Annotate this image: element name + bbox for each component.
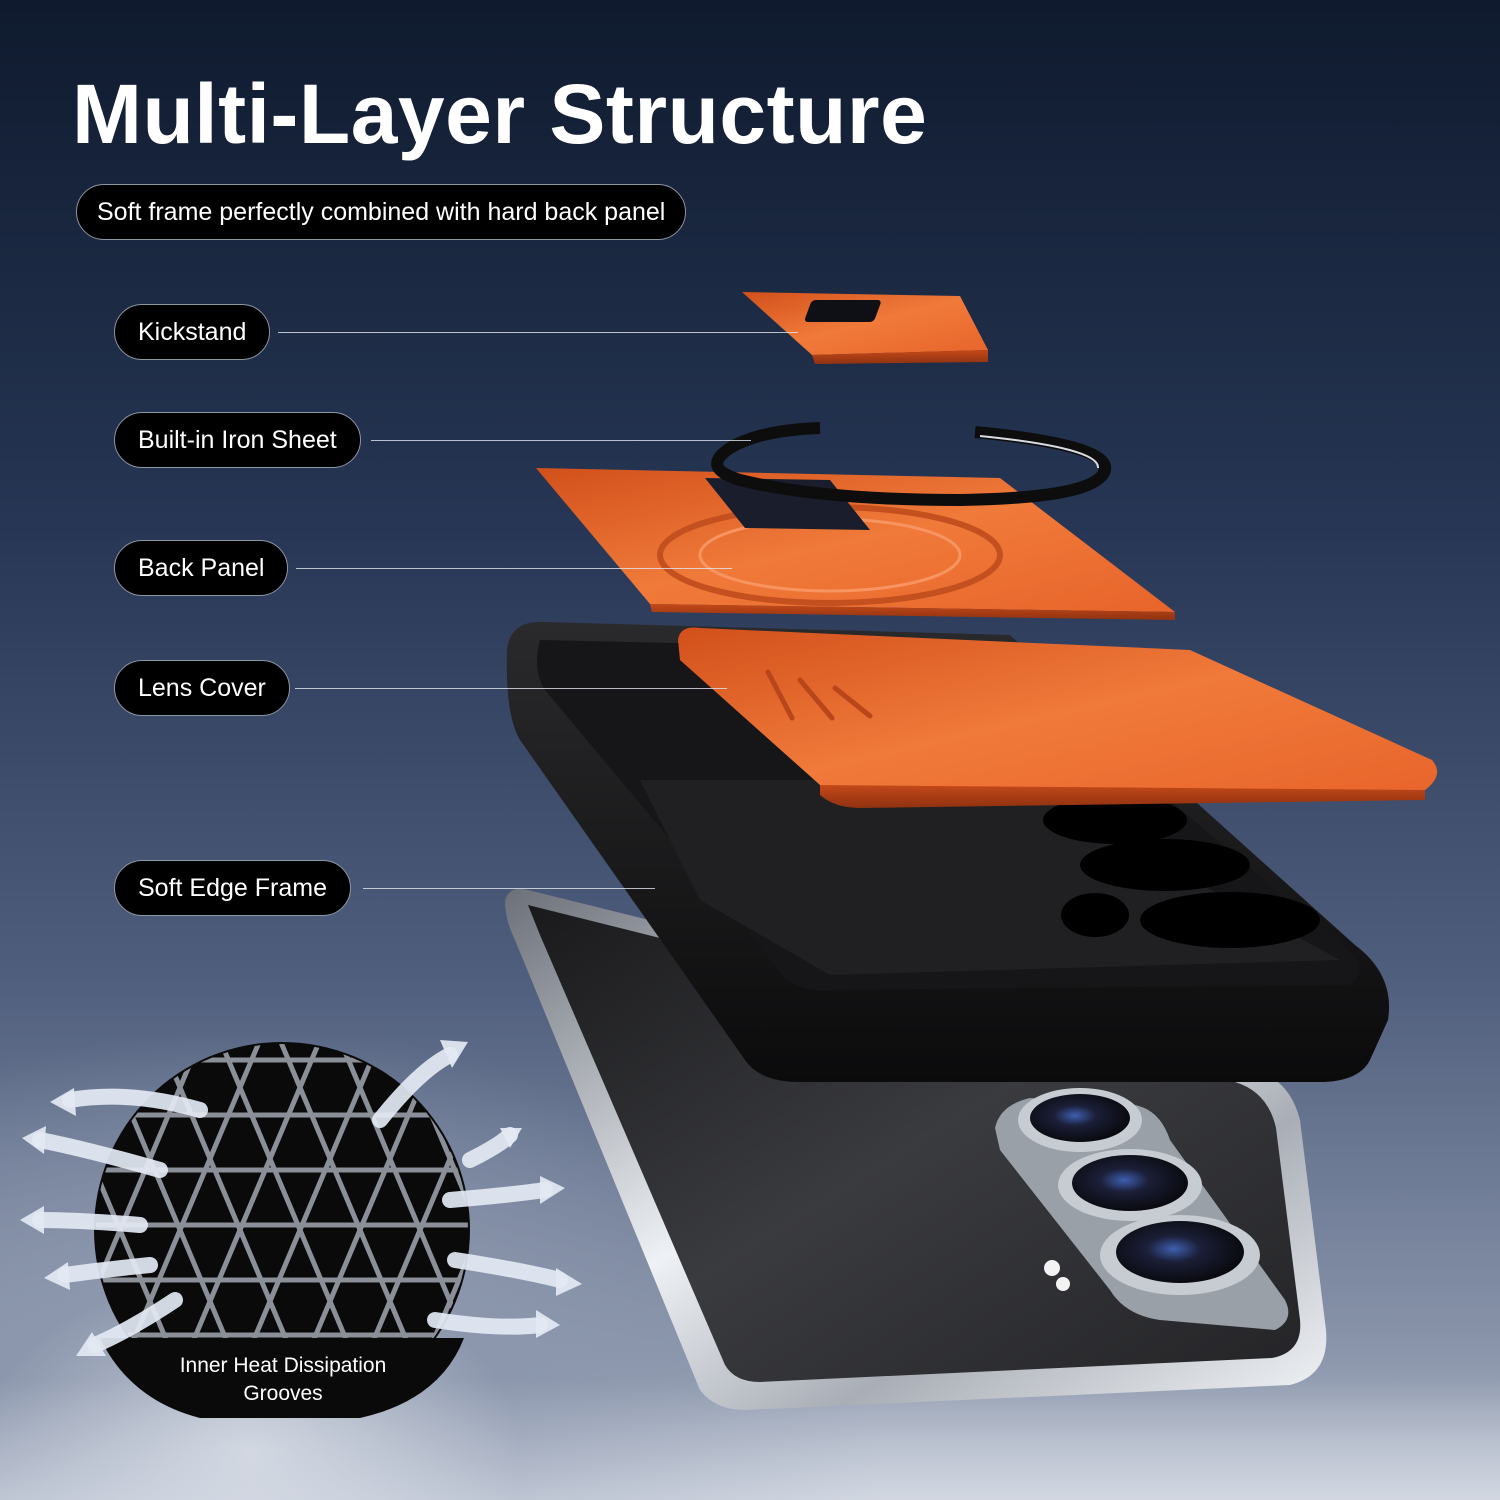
heat-badge-line2: Grooves — [243, 1382, 323, 1405]
label-back-panel: Back Panel — [114, 540, 289, 596]
leader-soft-edge-frame — [363, 888, 655, 889]
leader-iron-sheet — [371, 440, 751, 441]
leader-back-panel — [296, 568, 732, 569]
heat-badge-line1: Inner Heat Dissipation — [179, 1354, 387, 1377]
label-iron-sheet: Built-in Iron Sheet — [114, 412, 361, 468]
camera-lenses — [1018, 1088, 1260, 1295]
label-soft-edge-frame: Soft Edge Frame — [114, 860, 351, 916]
subtitle-pill: Soft frame perfectly combined with hard … — [76, 184, 687, 240]
leader-lens-cover — [295, 688, 727, 689]
airflow-arrowheads — [20, 1040, 582, 1356]
kickstand — [742, 292, 988, 364]
label-lens-cover: Lens Cover — [114, 660, 290, 716]
leader-kickstand — [278, 332, 798, 333]
heat-badge-caption: Inner Heat Dissipation Grooves — [140, 1352, 426, 1408]
iron-sheet — [711, 422, 1112, 507]
soft-edge-frame — [506, 621, 1390, 1082]
page-title: Multi-Layer Structure — [72, 67, 928, 161]
label-kickstand: Kickstand — [114, 304, 271, 360]
lens-cover — [678, 627, 1438, 808]
back-panel — [536, 468, 1175, 620]
